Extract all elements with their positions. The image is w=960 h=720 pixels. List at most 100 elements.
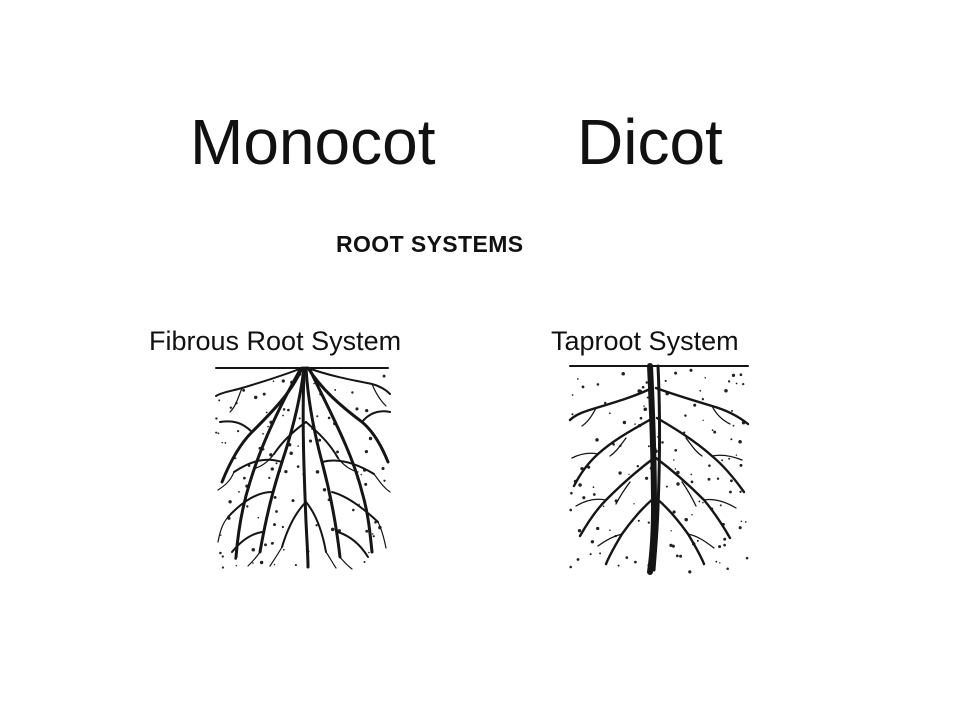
- soil-particle: [647, 445, 650, 448]
- soil-particle: [693, 403, 697, 407]
- soil-particle: [646, 396, 649, 399]
- soil-particle: [238, 491, 240, 493]
- soil-particle: [221, 566, 224, 569]
- soil-particle: [267, 425, 269, 428]
- soil-particle: [219, 551, 222, 555]
- soil-particle: [316, 415, 319, 418]
- soil-particle: [578, 483, 582, 487]
- soil-particle: [570, 491, 573, 495]
- soil-particle: [735, 382, 738, 385]
- soil-particle: [637, 389, 641, 393]
- soil-particle: [281, 379, 285, 383]
- soil-particle: [679, 554, 683, 558]
- soil-particle: [352, 508, 355, 512]
- soil-particle: [698, 500, 701, 503]
- soil-particle: [728, 490, 732, 494]
- soil-particle: [215, 417, 218, 420]
- soil-particle: [282, 414, 284, 417]
- soil-particle: [221, 441, 224, 444]
- soil-particle: [636, 464, 640, 468]
- soil-particle: [282, 408, 286, 411]
- soil-particle: [365, 408, 369, 413]
- soil-particle: [315, 524, 318, 527]
- soil-particle: [308, 439, 313, 443]
- soil-particle: [596, 526, 600, 531]
- soil-particle: [291, 499, 295, 503]
- soil-particle: [322, 488, 327, 492]
- soil-particle: [298, 417, 301, 420]
- soil-particle: [708, 464, 711, 467]
- soil-particle: [641, 385, 645, 389]
- soil-particle: [383, 479, 386, 482]
- soil-particle: [270, 467, 274, 471]
- soil-particle: [368, 436, 373, 441]
- soil-particle: [711, 429, 714, 432]
- soil-particle: [689, 368, 693, 372]
- soil-particle: [675, 554, 679, 558]
- soil-particle: [684, 517, 688, 522]
- soil-particle: [330, 527, 335, 532]
- taproot-caption: Taproot System: [551, 326, 739, 356]
- soil-particle: [739, 373, 743, 377]
- soil-particle: [351, 391, 354, 394]
- soil-particle: [674, 371, 678, 375]
- soil-particle: [273, 523, 276, 527]
- soil-particle: [242, 388, 246, 392]
- soil-particle: [313, 382, 315, 385]
- soil-particle: [272, 380, 275, 382]
- soil-particle: [221, 555, 224, 558]
- soil-particle: [262, 432, 264, 435]
- soil-particle: [368, 551, 370, 554]
- soil-particle: [673, 459, 675, 461]
- soil-particle: [289, 451, 293, 456]
- soil-particle: [592, 493, 596, 496]
- soil-particle: [739, 490, 742, 493]
- soil-particle: [716, 477, 720, 480]
- soil-particle: [702, 419, 704, 422]
- soil-particle: [358, 503, 360, 505]
- soil-particle: [690, 473, 693, 476]
- soil-particle: [742, 382, 745, 386]
- soil-particle: [355, 407, 359, 411]
- dicot-heading: Dicot: [577, 106, 723, 178]
- soil-particle: [731, 409, 733, 412]
- soil-particle: [704, 377, 706, 379]
- soil-particle: [664, 379, 667, 382]
- soil-particle: [676, 482, 680, 486]
- soil-particle: [609, 529, 611, 532]
- soil-particle: [644, 476, 649, 480]
- soil-particle: [661, 441, 664, 444]
- soil-particle: [275, 462, 278, 465]
- soil-particle: [381, 466, 385, 471]
- soil-particle: [634, 560, 637, 564]
- soil-particle: [732, 424, 735, 427]
- soil-particle: [603, 401, 607, 405]
- soil-particle: [281, 525, 285, 529]
- soil-particle: [246, 505, 249, 508]
- soil-particle: [625, 556, 629, 559]
- soil-particle: [590, 540, 595, 544]
- soil-particle: [587, 465, 591, 469]
- soil-particle: [707, 477, 711, 481]
- soil-particle: [269, 453, 273, 457]
- soil-particle: [215, 431, 218, 434]
- soil-particle: [639, 416, 643, 420]
- soil-particle: [582, 496, 586, 500]
- soil-particle: [268, 476, 271, 480]
- soil-particle: [576, 378, 579, 380]
- soil-particle: [621, 372, 625, 376]
- soil-particle: [618, 471, 622, 475]
- soil-particle: [731, 373, 736, 378]
- soil-particle: [721, 459, 724, 462]
- soil-particle: [622, 420, 627, 425]
- soil-particle: [669, 543, 673, 548]
- soil-particle: [592, 486, 595, 488]
- soil-particle: [738, 439, 742, 444]
- soil-particle: [728, 457, 731, 460]
- soil-particle: [219, 534, 222, 536]
- soil-particle: [287, 408, 290, 412]
- soil-particle: [713, 430, 717, 434]
- soil-particle: [273, 495, 277, 499]
- soil-particle: [696, 539, 699, 542]
- soil-particle: [596, 383, 600, 386]
